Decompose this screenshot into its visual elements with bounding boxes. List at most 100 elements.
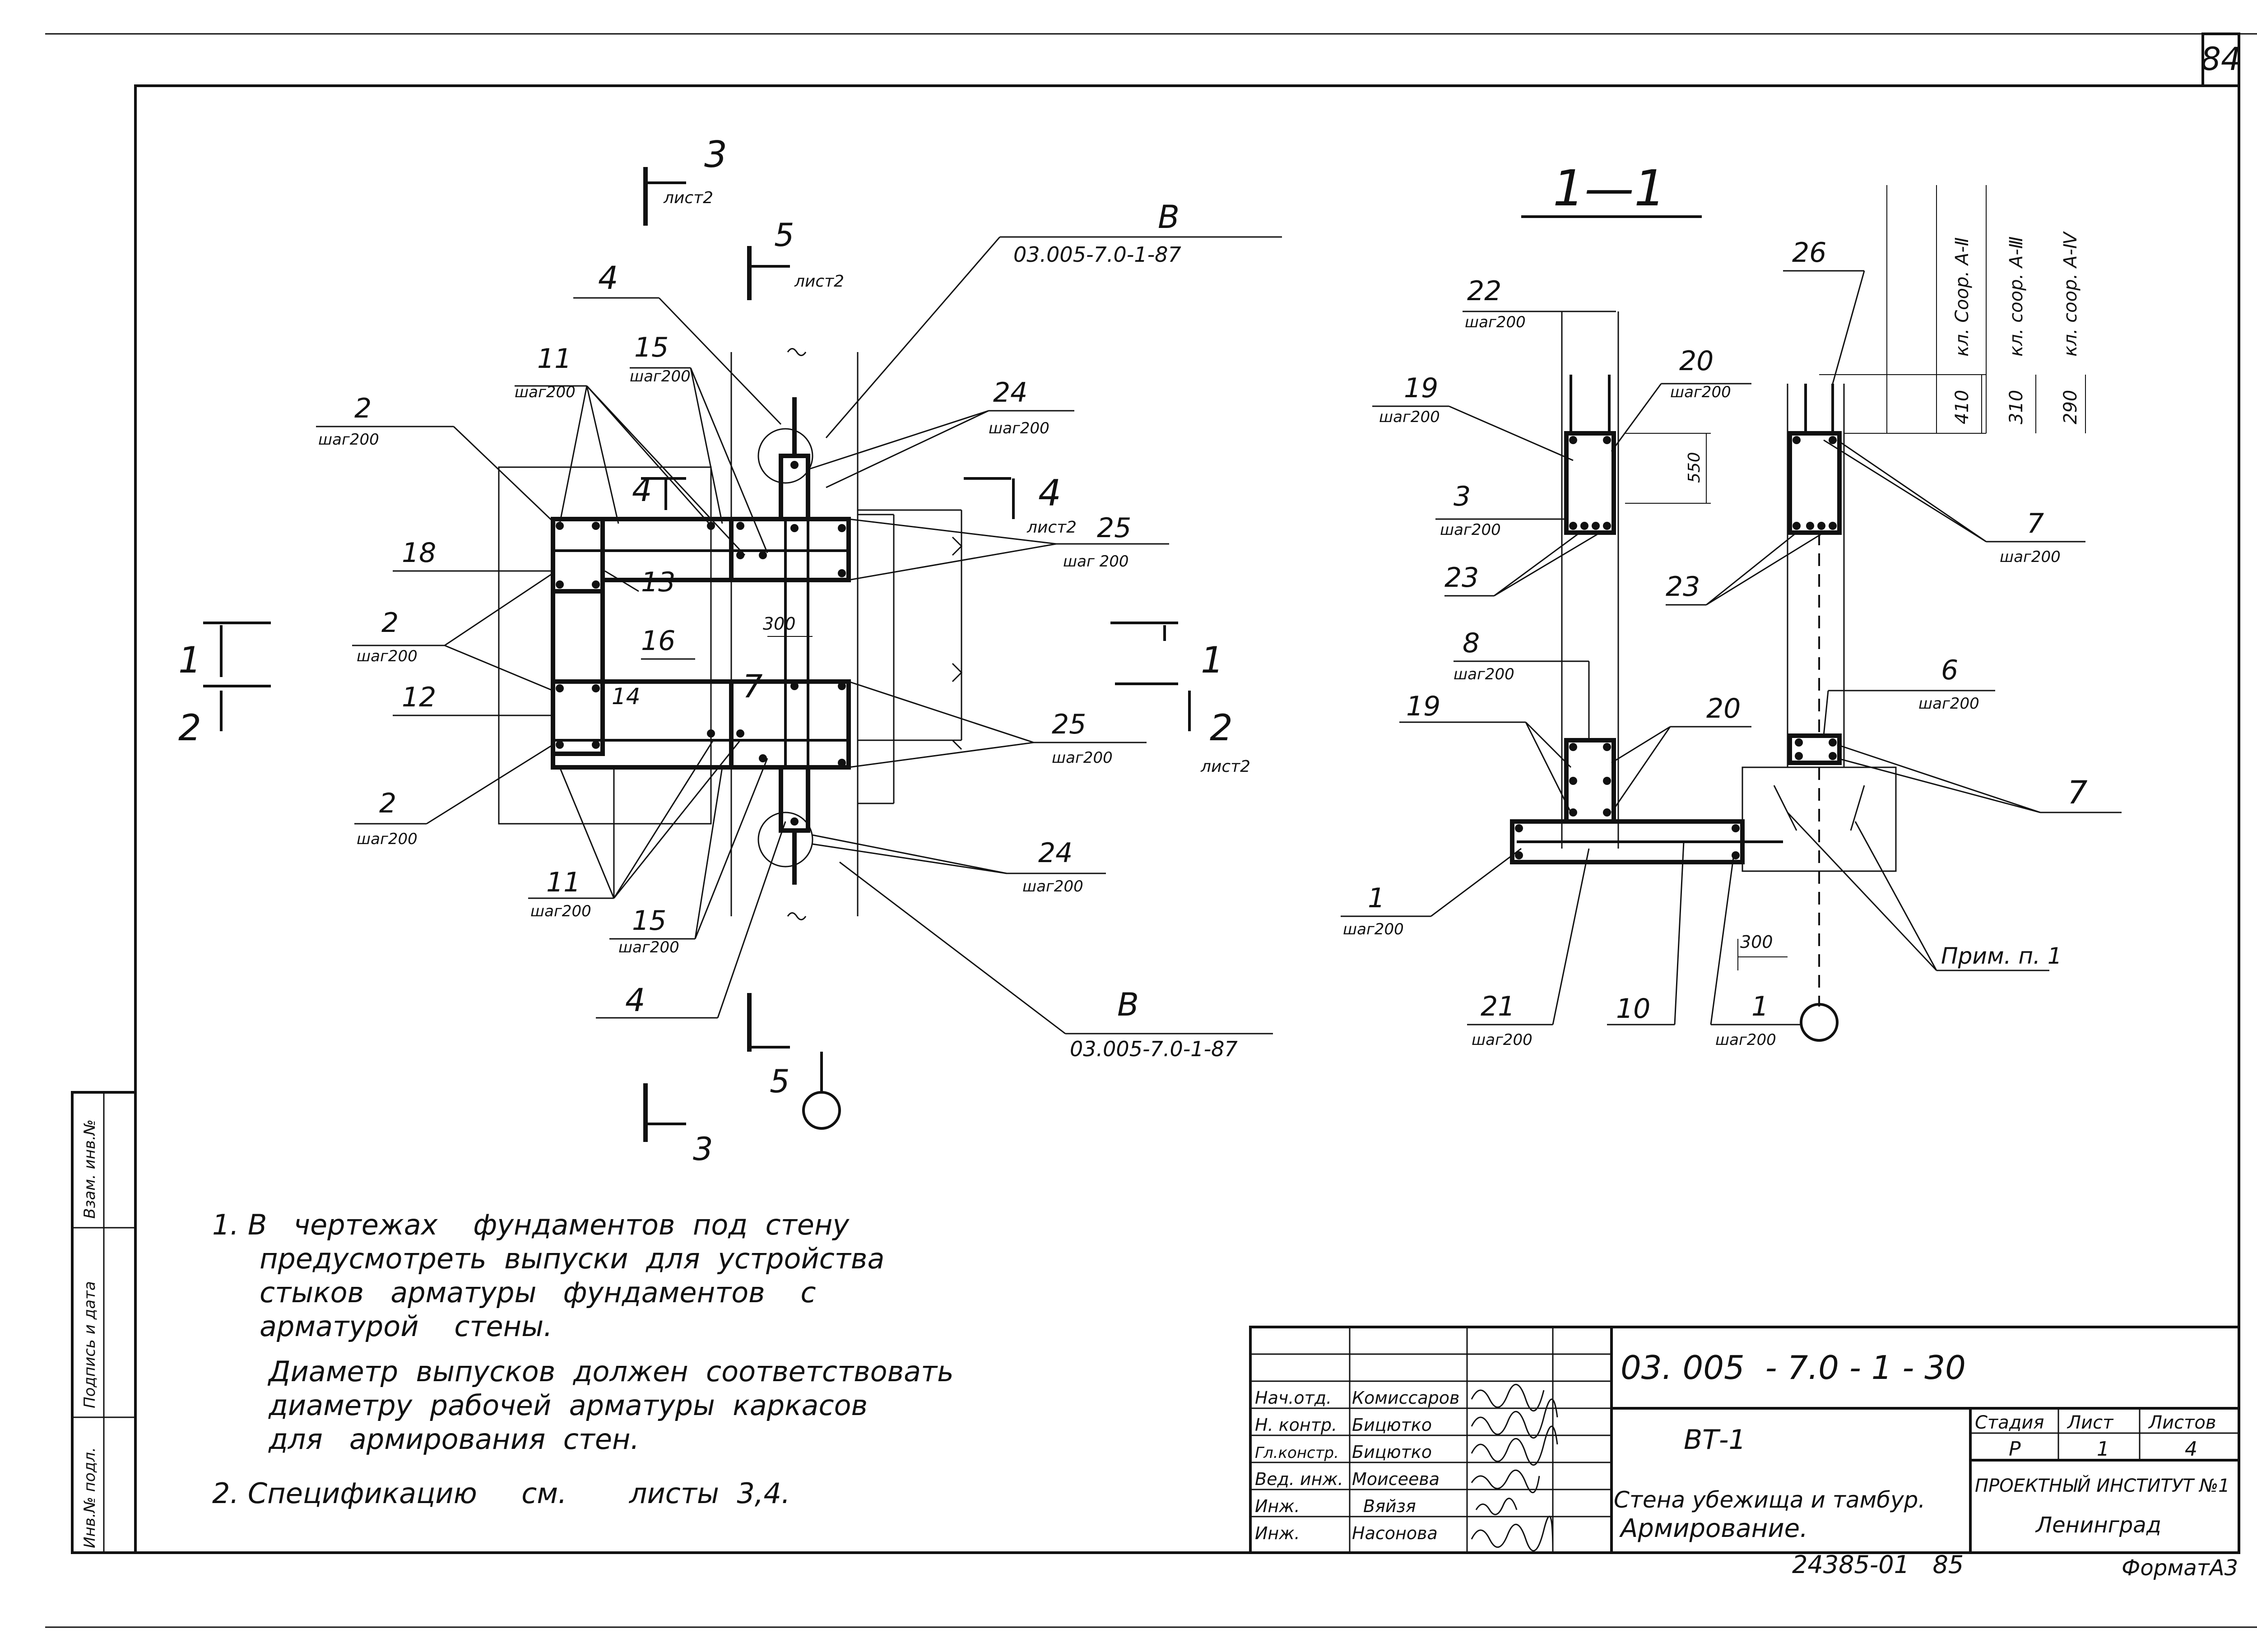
svg-text:шаг200: шаг200 (2000, 548, 2061, 566)
svg-text:шаг200: шаг200 (357, 647, 418, 665)
sheet-header: Лист (2067, 1412, 2114, 1433)
svg-text:шаг200: шаг200 (530, 902, 591, 920)
svg-text:410: 410 (1952, 390, 1973, 424)
svg-text:5: 5 (770, 1063, 790, 1100)
svg-text:23: 23 (1444, 562, 1479, 594)
svg-text:2: 2 (381, 607, 399, 639)
svg-text:4: 4 (632, 472, 652, 509)
section-5-top: 5 лист2 (747, 217, 844, 300)
signature-rows: Нач.отд. Н. контр. Гл.констр. Вед. инж. … (1255, 1384, 1558, 1553)
svg-text:7: 7 (2067, 774, 2088, 811)
svg-text:2: 2 (379, 788, 396, 819)
general-notes: 1. В чертежах фундаментов под стену пред… (212, 1208, 954, 1510)
svg-text:25: 25 (1052, 709, 1086, 740)
svg-text:300: 300 (1740, 932, 1773, 952)
svg-text:10: 10 (1616, 993, 1650, 1025)
section-5-bottom: 5 (747, 993, 841, 1130)
svg-text:20: 20 (1679, 345, 1714, 377)
section-rebar-dots (1515, 436, 1837, 859)
format-label: ФорматА3 (2122, 1555, 2238, 1581)
side-stamp-replaced: Взам. инв.№ (81, 1119, 99, 1219)
svg-text:шаг200: шаг200 (1454, 665, 1514, 683)
svg-text:шаг200: шаг200 (1918, 695, 1979, 713)
svg-text:2: 2 (1210, 707, 1233, 749)
section-1-2-right: 1 2 лист2 (1110, 622, 1250, 776)
svg-text:20: 20 (1706, 693, 1741, 724)
svg-text:шаг200: шаг200 (1343, 920, 1404, 938)
org-city: Ленинград (2035, 1513, 2161, 1538)
svg-text:В: В (1158, 199, 1180, 236)
svg-text:лист2: лист2 (1026, 518, 1077, 537)
svg-text:14: 14 (612, 683, 641, 710)
svg-text:шаг 200: шаг 200 (1063, 552, 1129, 571)
sheets-header: Листов (2148, 1412, 2216, 1433)
doc-name-1: Стена убежища и тамбур. (1614, 1487, 1925, 1513)
sheet-number: 84 (2201, 41, 2241, 78)
svg-text:шаг200: шаг200 (1715, 1031, 1776, 1049)
svg-text:3: 3 (704, 134, 727, 176)
svg-text:24: 24 (993, 377, 1027, 408)
note-2: 2. Спецификацию см. листы 3,4. (212, 1477, 790, 1510)
svg-text:4: 4 (625, 982, 646, 1019)
section-leaders: 22 шаг200 19 шаг200 20 шаг200 3 шаг200 2… (1341, 237, 2122, 1049)
svg-text:лист2: лист2 (1200, 757, 1250, 776)
section-3-bottom: 3 (643, 1083, 713, 1168)
sheets-value: 4 (2185, 1438, 2197, 1461)
svg-text:1: 1 (1201, 639, 1224, 681)
svg-text:шаг200: шаг200 (1472, 1031, 1533, 1049)
svg-text:22: 22 (1467, 275, 1501, 307)
svg-text:шаг200: шаг200 (1465, 313, 1526, 331)
svg-text:лист2: лист2 (794, 272, 844, 291)
svg-text:26: 26 (1792, 237, 1826, 269)
svg-text:4: 4 (1038, 472, 1061, 514)
section-1-2-left: 1 2 (178, 622, 271, 749)
anchorage-dims: 410 310 290 кл. Coop. А-Ⅱ кл. coop. А-Ⅲ … (1819, 185, 2086, 434)
note-1-line-7: для армирования стен. (268, 1423, 639, 1456)
svg-text:шаг200: шаг200 (1052, 749, 1113, 767)
side-stamp-signature: Подпись и дата (81, 1281, 99, 1408)
svg-text:11: 11 (546, 867, 581, 898)
svg-text:Нач.отд.: Нач.отд. (1255, 1388, 1332, 1408)
svg-text:7: 7 (743, 668, 763, 705)
sheet-frame: 84 (45, 32, 2257, 1628)
note-1-line-4: арматурой стены. (260, 1310, 553, 1343)
svg-text:Н. контр.: Н. контр. (1255, 1415, 1337, 1435)
section-1-1-title: 1—1 (1553, 159, 1666, 217)
svg-text:25: 25 (1097, 512, 1131, 544)
svg-text:шаг200: шаг200 (618, 938, 679, 956)
svg-text:12: 12 (402, 682, 436, 713)
svg-text:15: 15 (634, 332, 669, 363)
svg-text:5: 5 (774, 217, 794, 254)
note-1-line-5: Диаметр выпусков должен соответствовать (267, 1355, 954, 1388)
title-block: 03. 005 - 7.0 - 1 - 30 ВТ-1 Стена убежищ… (1249, 1326, 2240, 1581)
plan-dim-300: 300 (763, 614, 796, 634)
inventory-number: 24385-01 85 (1792, 1550, 1964, 1579)
doc-name-2: Армирование. (1619, 1514, 1808, 1543)
svg-text:15: 15 (632, 905, 666, 937)
svg-text:Вед. инж.: Вед. инж. (1255, 1469, 1343, 1489)
svg-text:03.005-7.0-1-87: 03.005-7.0-1-87 (1013, 242, 1181, 267)
svg-text:4: 4 (598, 260, 618, 297)
svg-text:18: 18 (402, 537, 436, 569)
svg-text:21: 21 (1481, 991, 1515, 1022)
svg-text:шаг200: шаг200 (989, 419, 1050, 437)
svg-text:шаг200: шаг200 (318, 431, 379, 449)
svg-text:Бицютко: Бицютко (1352, 1442, 1432, 1462)
svg-text:шаг200: шаг200 (357, 830, 418, 848)
svg-text:1: 1 (1751, 991, 1769, 1022)
svg-text:кл. Coop. А-Ⅱ: кл. Coop. А-Ⅱ (1952, 237, 1973, 357)
svg-text:Бицютко: Бицютко (1352, 1415, 1432, 1435)
node-b-bottom: В 03.005-7.0-1-87 (839, 861, 1273, 1061)
svg-text:3: 3 (693, 1131, 713, 1168)
plan-leaders: 4 11 шаг200 15 шаг200 2 шаг200 18 (316, 260, 1169, 1019)
svg-text:1: 1 (178, 639, 201, 681)
note-1-line-6: диаметру рабочей арматуры каркасов (268, 1389, 868, 1422)
node-b-top: В 03.005-7.0-1-87 (825, 199, 1282, 438)
svg-text:кл. coop. А-Ⅳ: кл. coop. А-Ⅳ (2060, 231, 2081, 357)
note-1-line-2: предусмотреть выпуски для устройства (260, 1242, 884, 1275)
svg-text:19: 19 (1404, 372, 1438, 404)
doc-series: ВТ-1 (1684, 1424, 1746, 1456)
doc-code: 03. 005 - 7.0 - 1 - 30 (1621, 1349, 1966, 1387)
svg-text:Инж.: Инж. (1255, 1523, 1300, 1543)
